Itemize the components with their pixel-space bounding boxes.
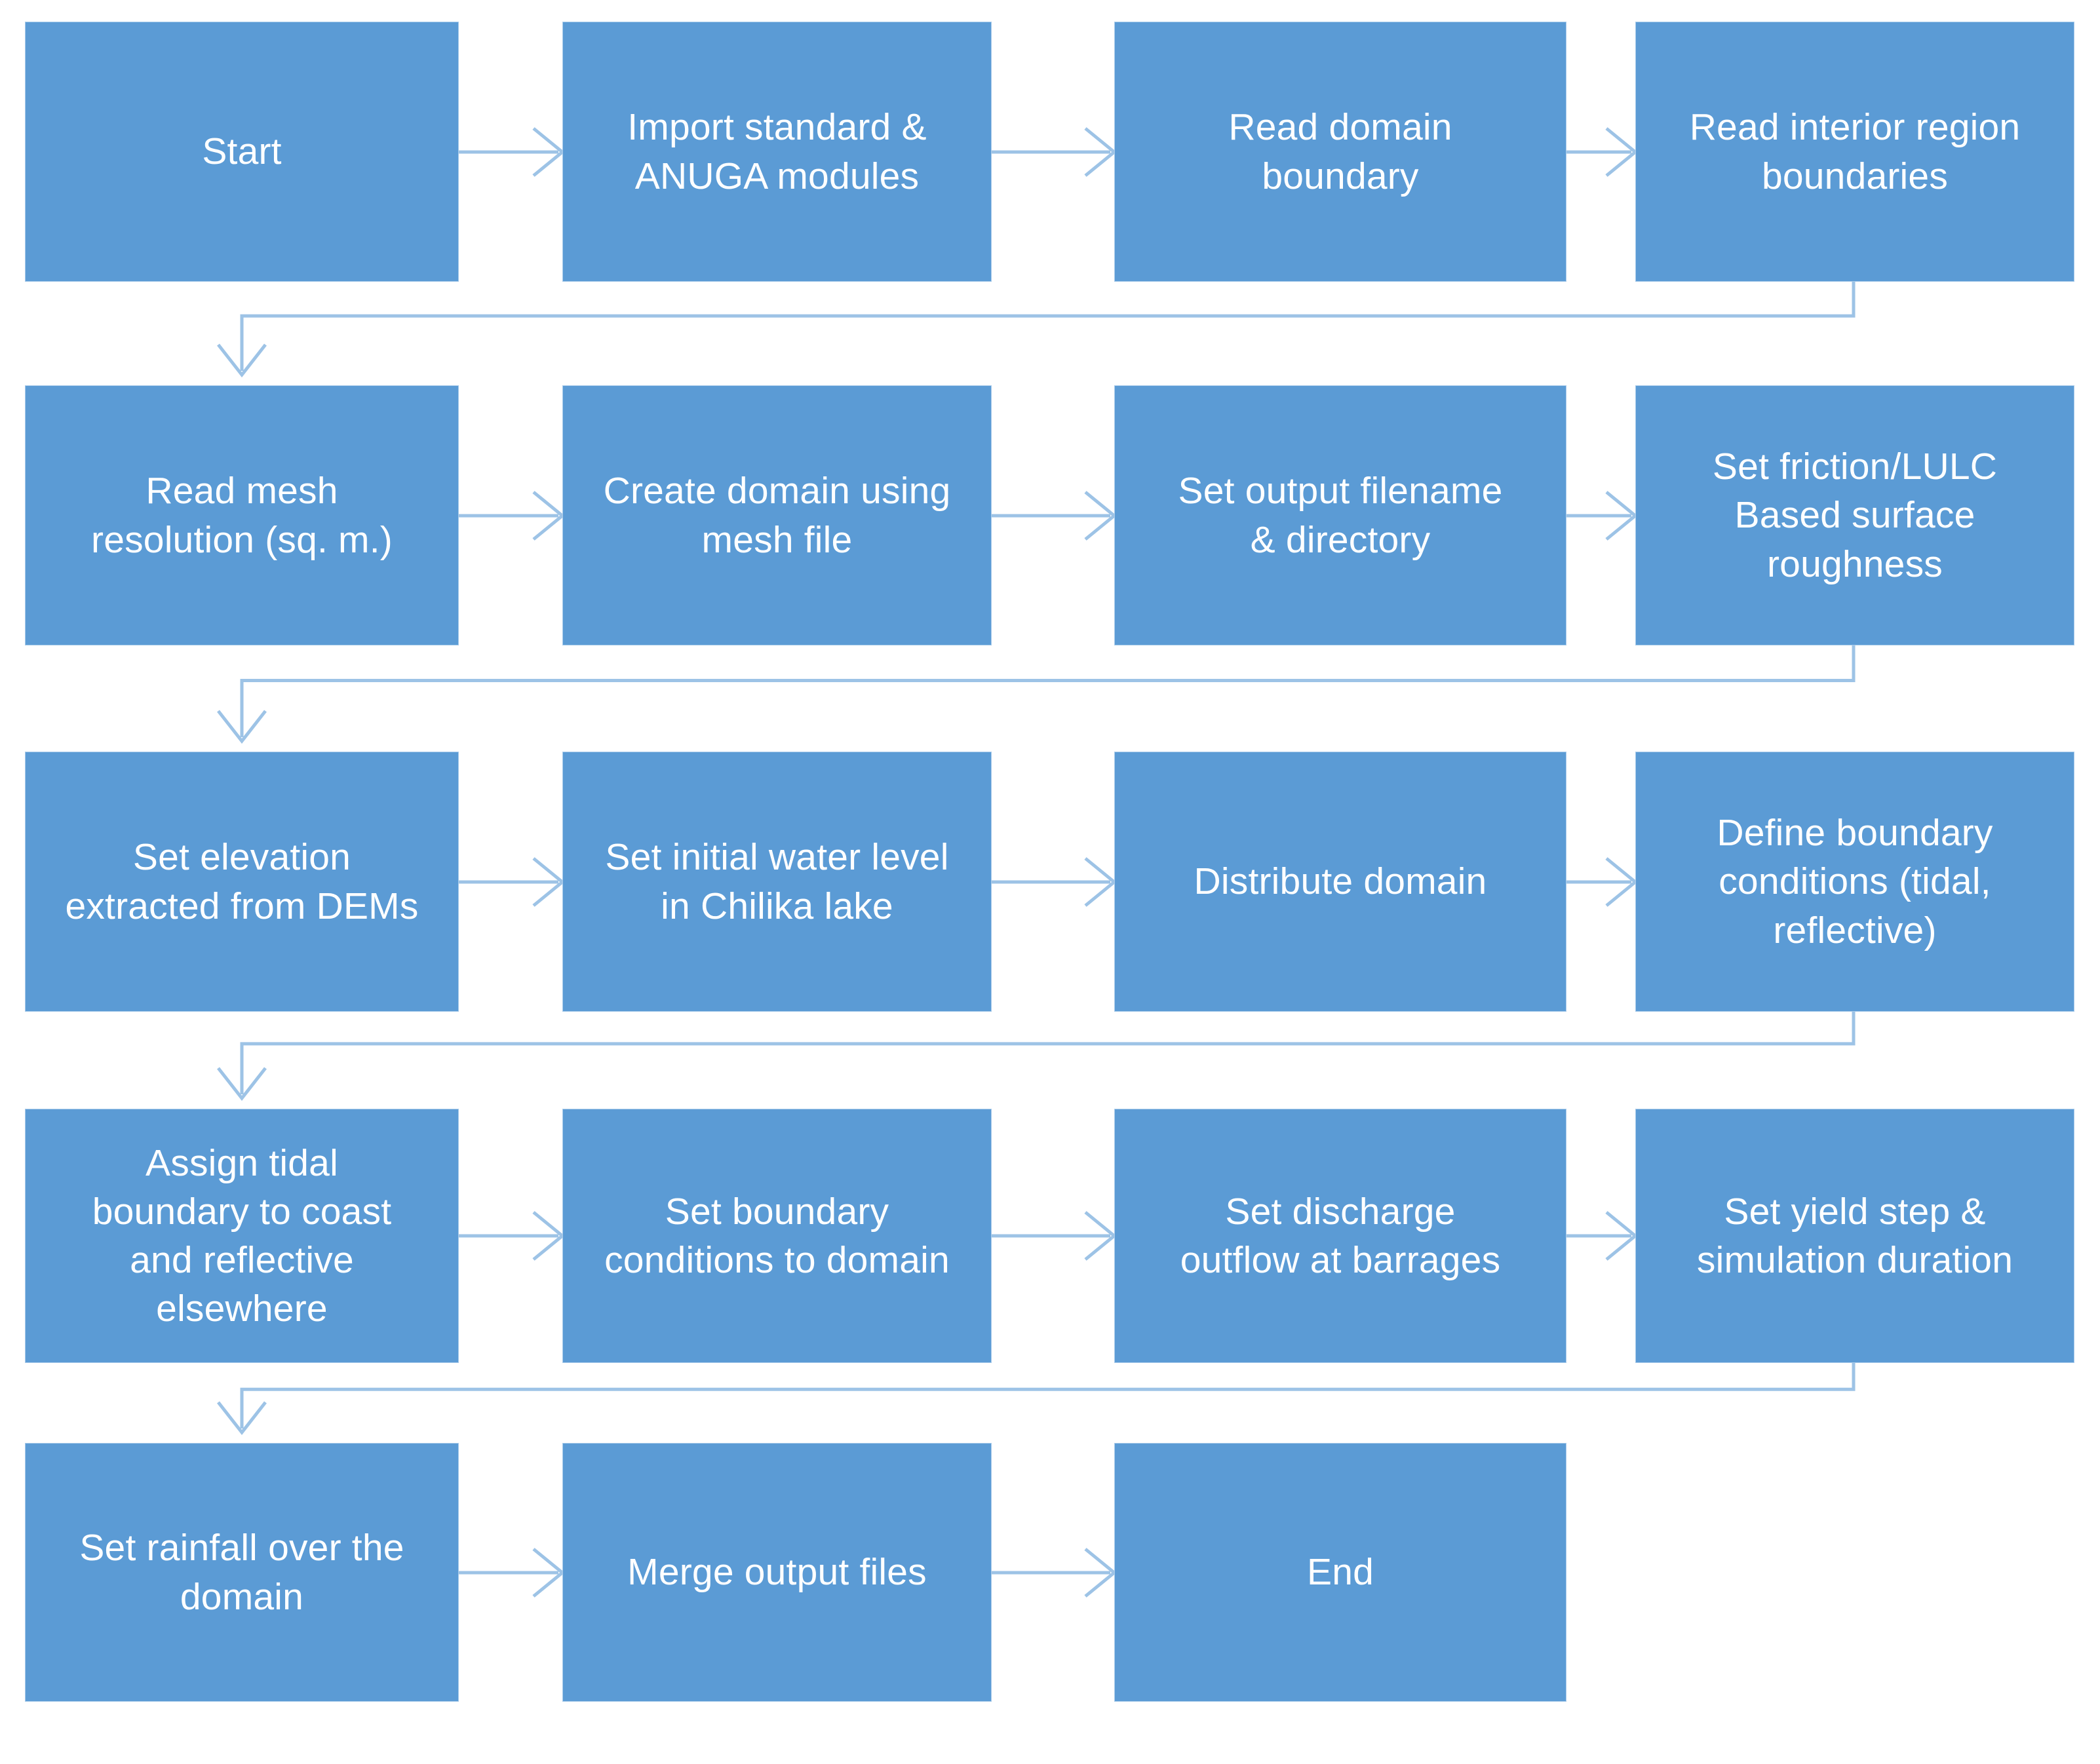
flow-node-label: Set output filename & directory: [1178, 470, 1503, 561]
flow-node-label: Set elevation extracted from DEMs: [65, 836, 419, 927]
flow-node-label: Read interior region boundaries: [1689, 106, 2021, 197]
connector-n8-to-n9: [216, 645, 1880, 765]
connector-n17-to-n18: [459, 1533, 565, 1612]
flow-node-set-boundary-conditions-to-domain[interactable]: Set boundary conditions to domain: [562, 1109, 992, 1363]
flow-node-read-mesh-resolution-sq-m[interactable]: Read mesh resolution (sq. m.): [25, 385, 459, 645]
flow-node-end[interactable]: End: [1114, 1443, 1566, 1702]
flow-node-read-domain-boundary[interactable]: Read domain boundary: [1114, 22, 1566, 282]
flow-node-start[interactable]: Start: [25, 22, 459, 282]
flow-node-merge-output-files[interactable]: Merge output files: [562, 1443, 992, 1702]
flow-node-assign-tidal-boundary-to-coast-and-reflective-el[interactable]: Assign tidal boundary to coast and refle…: [25, 1109, 459, 1363]
connector-n3-to-n4: [1566, 113, 1638, 191]
flow-node-distribute-domain[interactable]: Distribute domain: [1114, 752, 1566, 1012]
flow-node-set-output-filename-directory[interactable]: Set output filename & directory: [1114, 385, 1566, 645]
connector-n6-to-n7: [992, 476, 1117, 555]
flow-node-label: Set initial water level in Chilika lake: [605, 836, 949, 927]
flow-node-label: Set yield step & simulation duration: [1696, 1190, 2013, 1281]
flow-node-define-boundary-conditions-tidal-reflective[interactable]: Define boundary conditions (tidal, refle…: [1635, 752, 2074, 1012]
connector-n1-to-n2: [459, 113, 565, 191]
flow-node-label: Start: [202, 130, 282, 173]
connector-n16-to-n17: [216, 1363, 1880, 1456]
connector-n4-to-n5: [216, 282, 1880, 398]
connector-n14-to-n15: [992, 1197, 1117, 1275]
flow-node-set-discharge-outflow-at-barrages[interactable]: Set discharge outflow at barrages: [1114, 1109, 1566, 1363]
flow-node-create-domain-using-mesh-file[interactable]: Create domain using mesh file: [562, 385, 992, 645]
flow-node-set-initial-water-level-in-chilika-lake[interactable]: Set initial water level in Chilika lake: [562, 752, 992, 1012]
connector-n12-to-n13: [216, 1012, 1880, 1122]
flow-node-set-friction-lulc-based-surface-roughness[interactable]: Set friction/LULC Based surface roughnes…: [1635, 385, 2074, 645]
flow-node-label: Read mesh resolution (sq. m.): [91, 470, 393, 561]
connector-n2-to-n3: [992, 113, 1117, 191]
flow-node-label: Set discharge outflow at barrages: [1180, 1190, 1501, 1281]
flow-node-label: Merge output files: [627, 1551, 927, 1594]
connector-n18-to-n19: [992, 1533, 1117, 1612]
connector-n11-to-n12: [1566, 843, 1638, 921]
connector-n7-to-n8: [1566, 476, 1638, 555]
flow-node-set-rainfall-over-the-domain[interactable]: Set rainfall over the domain: [25, 1443, 459, 1702]
connector-n13-to-n14: [459, 1197, 565, 1275]
connector-n5-to-n6: [459, 476, 565, 555]
flow-node-label: Set rainfall over the domain: [79, 1527, 404, 1618]
connector-n10-to-n11: [992, 843, 1117, 921]
connector-n9-to-n10: [459, 843, 565, 921]
flow-node-set-elevation-extracted-from-dems[interactable]: Set elevation extracted from DEMs: [25, 752, 459, 1012]
flow-node-label: Distribute domain: [1194, 860, 1487, 903]
flow-node-label: Assign tidal boundary to coast and refle…: [92, 1141, 392, 1330]
flow-node-import-standard-anuga-modules[interactable]: Import standard & ANUGA modules: [562, 22, 992, 282]
flow-node-set-yield-step-simulation-duration[interactable]: Set yield step & simulation duration: [1635, 1109, 2074, 1363]
flow-node-read-interior-region-boundaries[interactable]: Read interior region boundaries: [1635, 22, 2074, 282]
flow-node-label: Set boundary conditions to domain: [604, 1190, 950, 1281]
flow-node-label: Define boundary conditions (tidal, refle…: [1717, 812, 1993, 951]
flow-node-label: Read domain boundary: [1228, 106, 1452, 197]
flow-node-label: End: [1306, 1551, 1374, 1594]
flow-node-label: Create domain using mesh file: [603, 470, 951, 561]
flow-node-label: Set friction/LULC Based surface roughnes…: [1712, 446, 1998, 585]
connector-n15-to-n16: [1566, 1197, 1638, 1275]
flow-node-label: Import standard & ANUGA modules: [627, 106, 927, 197]
